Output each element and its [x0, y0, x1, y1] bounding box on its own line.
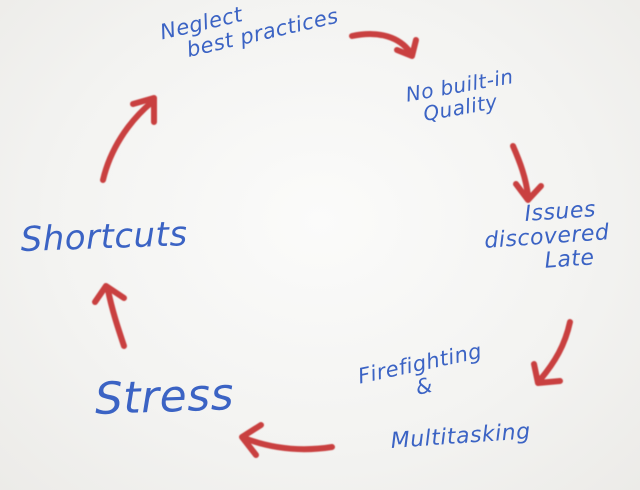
node-issues-discovered-late: Issues discovered Late	[482, 197, 612, 278]
node-shortcuts: Shortcuts	[19, 214, 189, 260]
arrow-stress-to-shortcuts	[92, 283, 127, 349]
arrow-shortcuts-to-neglect	[100, 95, 157, 183]
node-stress: Stress	[93, 369, 235, 425]
arrow-neglect-to-quality	[349, 30, 419, 59]
arrow-firefighting-to-stress	[239, 422, 335, 458]
node-shortcuts-line-1: Shortcuts	[19, 214, 189, 260]
arrow-quality-to-issues	[510, 143, 544, 203]
arrow-issues-to-firefighting	[531, 319, 573, 386]
node-stress-line-1: Stress	[93, 369, 235, 425]
